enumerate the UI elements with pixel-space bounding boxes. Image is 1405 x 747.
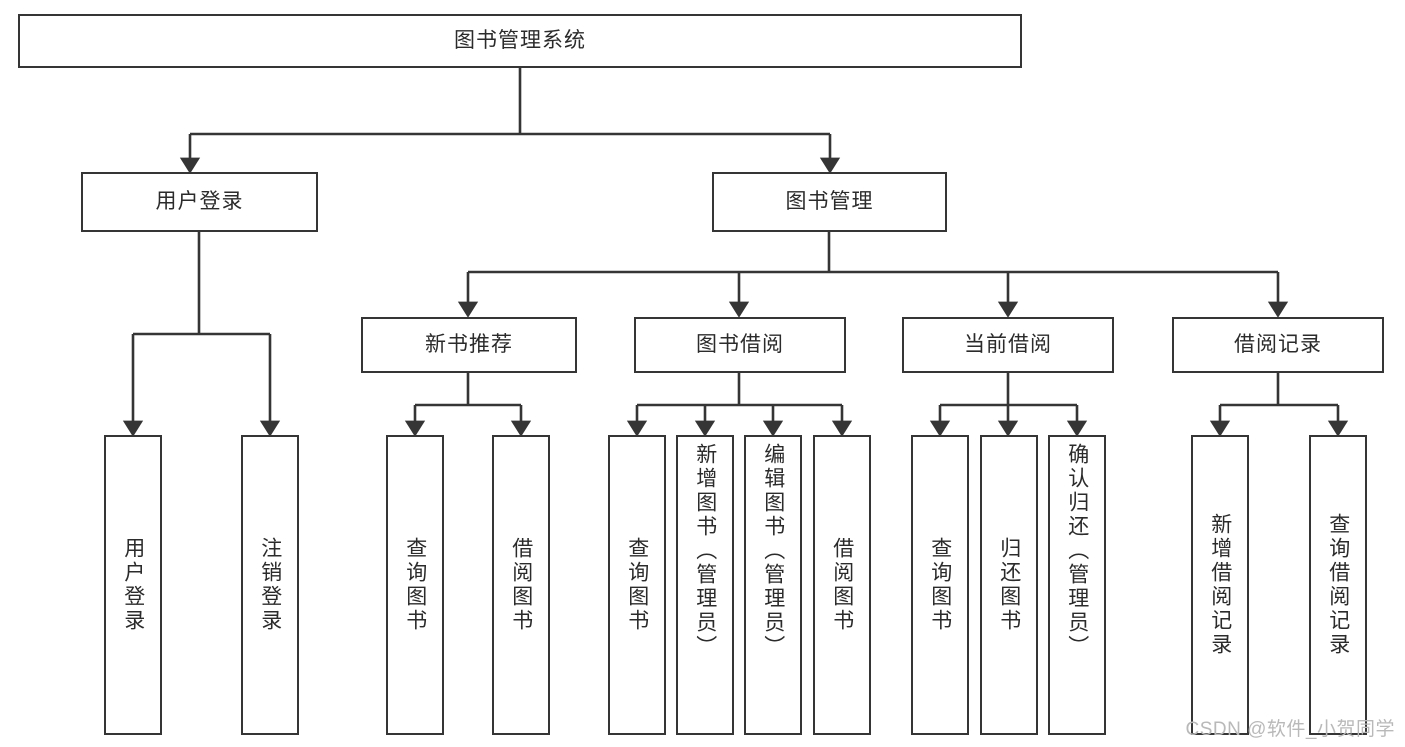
leaf-current-borrow-return-book[interactable]: 归还图书 <box>980 435 1038 735</box>
node-label: 用户登录 <box>121 537 145 633</box>
node-label: 新书推荐 <box>425 333 513 357</box>
leaf-book-borrow-add-book-admin[interactable]: 新增图书（管理员） <box>676 435 734 735</box>
leaf-new-book-query-book[interactable]: 查询图书 <box>386 435 444 735</box>
node-root-book-management-system[interactable]: 图书管理系统 <box>18 14 1022 68</box>
node-label: 图书管理 <box>785 190 874 214</box>
node-user-login[interactable]: 用户登录 <box>81 172 318 232</box>
node-label: 当前借阅 <box>964 333 1052 357</box>
node-label: 归还图书 <box>997 537 1021 633</box>
node-label: 查询图书 <box>928 537 952 633</box>
leaf-book-borrow-borrow-book[interactable]: 借阅图书 <box>813 435 871 735</box>
node-label: 查询图书 <box>403 537 427 633</box>
node-book-borrow[interactable]: 图书借阅 <box>634 317 846 373</box>
node-label: 用户登录 <box>155 190 244 214</box>
leaf-book-borrow-query-book[interactable]: 查询图书 <box>608 435 666 735</box>
node-label: 查询图书 <box>625 537 649 633</box>
node-label: 新增借阅记录 <box>1208 513 1232 657</box>
node-label: 确认归还（管理员） <box>1065 443 1089 659</box>
node-current-borrow[interactable]: 当前借阅 <box>902 317 1114 373</box>
node-label: 图书借阅 <box>696 333 784 357</box>
node-borrow-record[interactable]: 借阅记录 <box>1172 317 1384 373</box>
leaf-new-book-borrow-book[interactable]: 借阅图书 <box>492 435 550 735</box>
leaf-current-borrow-confirm-return-admin[interactable]: 确认归还（管理员） <box>1048 435 1106 735</box>
node-label: 借阅图书 <box>830 537 854 633</box>
leaf-user-login-logout[interactable]: 注销登录 <box>241 435 299 735</box>
node-label: 图书管理系统 <box>454 29 586 53</box>
node-book-management[interactable]: 图书管理 <box>712 172 947 232</box>
node-label: 借阅图书 <box>509 537 533 633</box>
leaf-borrow-record-add-record[interactable]: 新增借阅记录 <box>1191 435 1249 735</box>
node-label: 借阅记录 <box>1234 333 1322 357</box>
leaf-user-login-login[interactable]: 用户登录 <box>104 435 162 735</box>
leaf-current-borrow-query-book[interactable]: 查询图书 <box>911 435 969 735</box>
node-label: 查询借阅记录 <box>1326 513 1350 657</box>
watermark-text: CSDN @软件_小贺同学 <box>1185 719 1395 740</box>
node-label: 编辑图书（管理员） <box>761 443 785 659</box>
node-new-book-recommend[interactable]: 新书推荐 <box>361 317 577 373</box>
leaf-borrow-record-query-record[interactable]: 查询借阅记录 <box>1309 435 1367 735</box>
leaf-book-borrow-edit-book-admin[interactable]: 编辑图书（管理员） <box>744 435 802 735</box>
node-label: 注销登录 <box>258 537 282 633</box>
node-label: 新增图书（管理员） <box>693 443 717 659</box>
